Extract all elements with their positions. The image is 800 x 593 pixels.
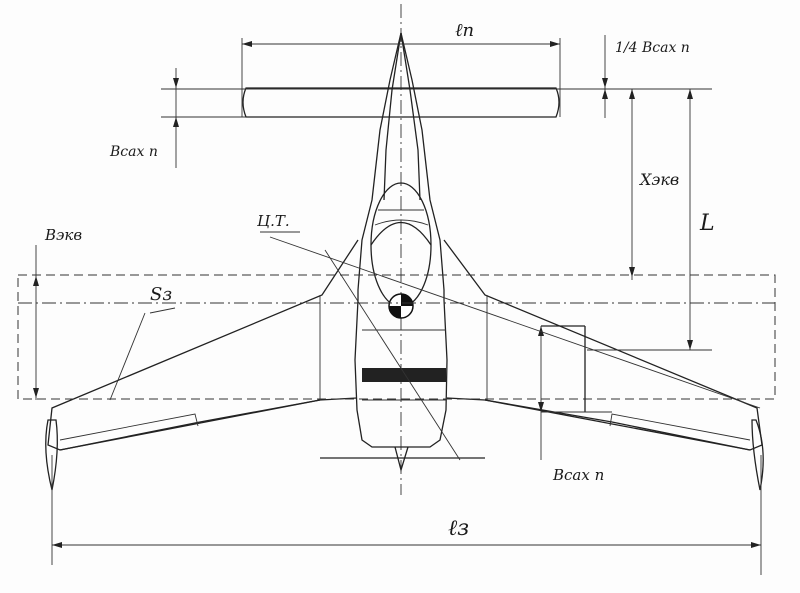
dim-wing-span <box>51 455 762 575</box>
label-x-equiv: Xэкв <box>638 170 679 189</box>
cg-leader <box>269 236 761 409</box>
cg-symbol <box>388 293 414 319</box>
dim-wing-mac <box>538 326 544 460</box>
s-leader <box>109 312 146 401</box>
spinner <box>394 446 409 473</box>
label-wing-mac: Bсах п <box>552 466 604 484</box>
horizontal-tail <box>161 87 712 118</box>
mac-section <box>541 325 612 413</box>
label-tail-mac: Bсах п <box>109 144 158 160</box>
engine-band <box>362 368 446 382</box>
dim-tail-span <box>241 38 561 117</box>
dim-tail-mac <box>161 68 246 168</box>
label-tail-span: ℓп <box>455 20 474 41</box>
label-quarter-mac: 1/4 Bсах п <box>615 40 690 56</box>
fuselage <box>320 32 485 473</box>
label-cg: Ц.Т. <box>257 212 290 230</box>
dim-length <box>587 89 712 351</box>
label-b-equiv: Bэкв <box>44 226 82 244</box>
label-s-wing: Sз <box>150 284 172 305</box>
dim-x-equiv <box>629 89 635 280</box>
equivalent-wing-rect <box>17 274 776 400</box>
cg-leader-2 <box>324 249 461 461</box>
dim-quarter-mac <box>602 35 608 118</box>
label-wing-span: ℓз <box>448 516 469 541</box>
dim-b-equiv <box>33 245 39 400</box>
label-length: L <box>699 211 715 236</box>
wing <box>45 239 764 491</box>
s-underline <box>149 307 176 314</box>
